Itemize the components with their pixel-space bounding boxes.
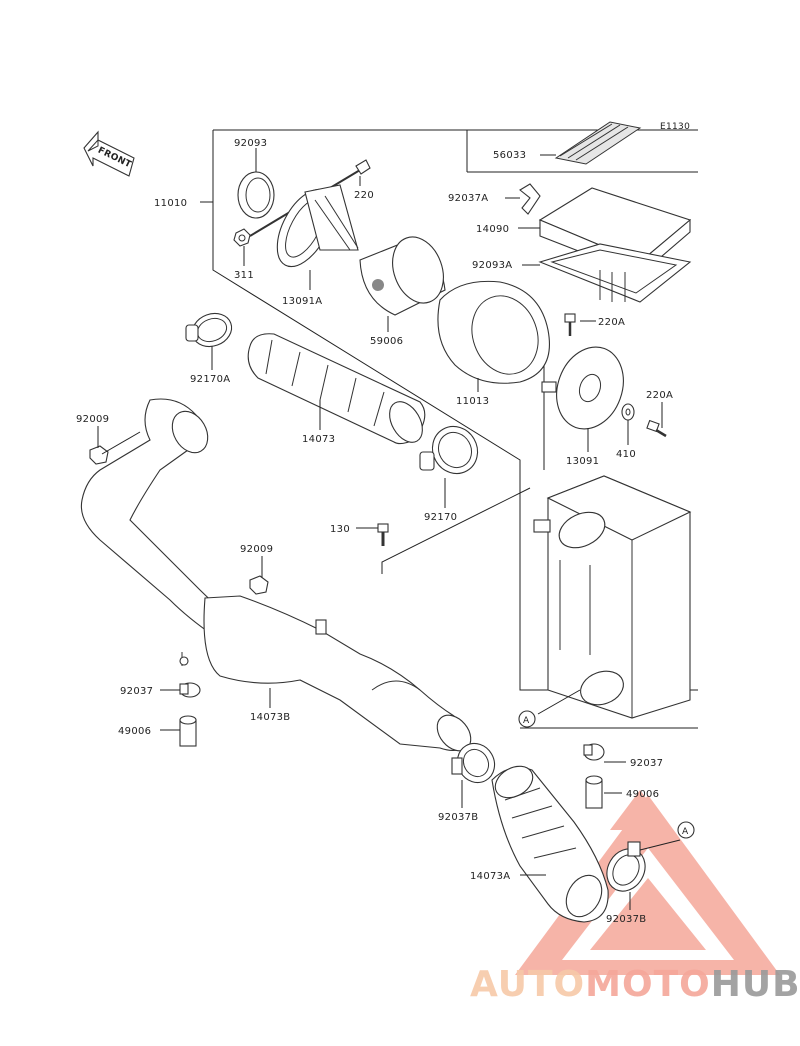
bolt-92009-mid [249,575,269,595]
reference-mark-a-mid: A [518,710,536,728]
bolt-92009-top [89,431,141,465]
label-11010: 11010 [154,198,187,209]
label-14073: 14073 [302,434,335,445]
label-92093: 92093 [234,138,267,149]
label-92170: 92170 [424,512,457,523]
label-220: 220 [354,190,374,201]
bolt-220A-top [564,313,576,336]
nut-311 [233,228,251,247]
watermark-logo [515,790,780,975]
part-labels: 92093 11010 311 220 13091A 59006 56033 9… [76,138,673,925]
clamp-92037-right [583,743,605,761]
label-13091: 13091 [566,456,599,467]
label-49006-right: 49006 [626,789,659,800]
foam-filter-59006 [359,236,446,316]
label-92037A: 92037A [448,193,488,204]
leader-lines [97,148,681,910]
watermark-text-moto: MOTO [585,964,711,1005]
holder-13091A [276,184,359,268]
label-92009-top: 92009 [76,414,109,425]
label-220A-right: 220A [646,390,673,401]
diagram-code: E1130 [660,122,690,132]
label-14073B: 14073B [250,712,290,723]
clamp-92170 [419,425,479,475]
duct-14073 [247,333,426,445]
reference-mark-a-bottom: A [677,821,695,839]
airbox-case [533,475,692,719]
bolt-220A-right [646,419,667,438]
label-56033: 56033 [493,150,526,161]
watermark-text-hub: HUB [711,964,800,1005]
label-92093A: 92093A [472,260,512,271]
clamp-92037B-mid [451,742,496,784]
label-311: 311 [234,270,254,281]
label-14073A: 14073A [470,871,510,882]
adapter-49006-left [179,715,197,747]
clamp-92037-left [179,682,201,698]
duct-14073A [491,765,609,923]
label-59006: 59006 [370,336,403,347]
watermark-triangle-core [590,878,706,950]
label-92037B-mid: 92037B [438,812,478,823]
watermark-text: AUTOMOTOHUB [470,964,800,1005]
label-92037-right: 92037 [630,758,663,769]
front-direction-arrow: FRONT [83,130,135,177]
label-13091A: 13091A [282,296,322,307]
watermark-text-auto: AUTO [470,964,585,1005]
ref-mark-a-mid-text: A [523,716,530,726]
label-130: 130 [330,524,350,535]
label-410: 410 [616,449,636,460]
label-11013: 11013 [456,396,489,407]
clip-92037A [519,183,541,215]
adapter-49006-right [585,775,603,809]
label-92037-left: 92037 [120,686,153,697]
label-14090: 14090 [476,224,509,235]
label-plate-56033 [554,121,642,165]
ref-mark-a-bottom-text: A [682,827,689,837]
filter-element-11013 [437,280,550,384]
svg-text:AUTOMOTOHUB: AUTOMOTOHUB [470,964,800,1005]
cover-13091 [541,346,624,430]
bolt-130 [377,523,389,546]
clamp-92170A [185,312,233,348]
label-92170A: 92170A [190,374,230,385]
label-92009-mid: 92009 [240,544,273,555]
label-220A-top: 220A [598,317,625,328]
seal-ring-92093 [237,171,275,219]
duct-14073B [203,595,472,752]
label-49006-left: 49006 [118,726,151,737]
label-92037B-bottom: 92037B [606,914,646,925]
clamp-92037B-bottom [606,841,646,892]
washer-410 [621,403,635,421]
seal-92093A [538,243,692,303]
watermark-triangle-small [610,790,670,830]
